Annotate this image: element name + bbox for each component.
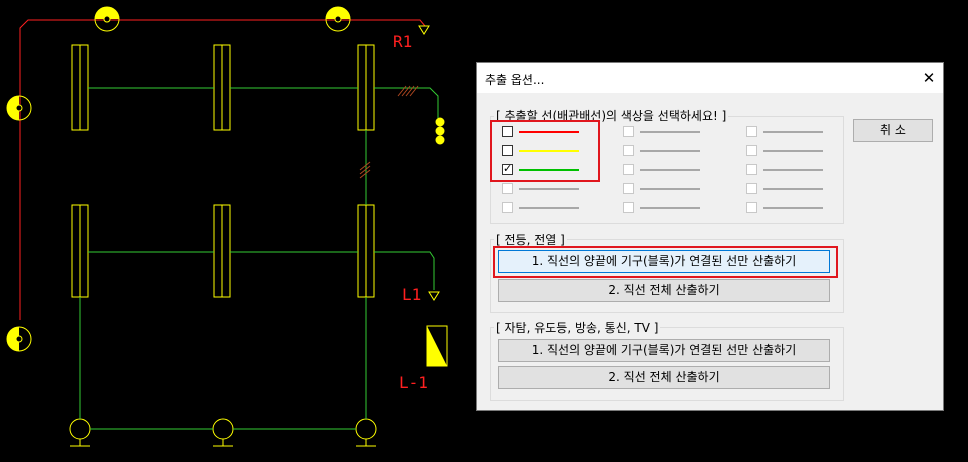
checkbox-empty[interactable] (623, 145, 634, 156)
comm-group-label: [ 자탐, 유도등, 방송, 통신, TV ] (494, 319, 661, 336)
comm-group (490, 327, 844, 401)
checkbox-empty[interactable] (623, 183, 634, 194)
extract-options-dialog: 추출 옵션... ✕ [ 추출할 선(배관배선)의 색상을 선택하세요! ] 취… (476, 62, 944, 411)
color-group-label: [ 추출할 선(배관배선)의 색상을 선택하세요! ] (494, 107, 729, 124)
yellow-fixtures (6, 6, 448, 447)
wire-count-marks (359, 85, 419, 179)
swatch-red (519, 131, 579, 133)
label-panel-l-1: L-1 (399, 373, 428, 392)
comm-all-lines-button[interactable]: 2. 직선 전체 산출하기 (498, 366, 830, 389)
swatch-empty (640, 169, 700, 171)
swatch-empty (763, 188, 823, 190)
dialog-title: 추출 옵션... (485, 73, 545, 87)
swatch-empty (763, 207, 823, 209)
label-r1: R1 (393, 32, 412, 51)
swatch-green (519, 169, 579, 171)
checkbox-empty[interactable] (746, 145, 757, 156)
checkbox-empty[interactable] (746, 164, 757, 175)
comm-connected-only-button[interactable]: 1. 직선의 양끝에 기구(블록)가 연결된 선만 산출하기 (498, 339, 830, 362)
lighting-group-label: [ 전등, 전열 ] (494, 231, 567, 248)
green-circuit (79, 87, 439, 430)
cancel-button[interactable]: 취 소 (853, 119, 933, 142)
red-circuit (19, 19, 426, 320)
swatch-empty (640, 150, 700, 152)
lighting-all-lines-button[interactable]: 2. 직선 전체 산출하기 (498, 279, 830, 302)
check-icon: ✓ (503, 162, 513, 175)
lighting-group (490, 239, 844, 313)
swatch-empty (640, 207, 700, 209)
checkbox-empty[interactable] (502, 202, 513, 213)
swatch-yellow (519, 150, 579, 152)
checkbox-empty[interactable] (746, 183, 757, 194)
swatch-empty (640, 131, 700, 133)
checkbox-empty[interactable] (623, 126, 634, 137)
lighting-connected-only-button[interactable]: 1. 직선의 양끝에 기구(블록)가 연결된 선만 산출하기 (498, 250, 830, 273)
checkbox-empty[interactable] (746, 126, 757, 137)
close-icon[interactable]: ✕ (922, 69, 936, 87)
dialog-titlebar: 추출 옵션... ✕ (477, 63, 943, 93)
checkbox-empty[interactable] (746, 202, 757, 213)
label-l1: L1 (402, 285, 421, 304)
swatch-empty (763, 150, 823, 152)
checkbox-green[interactable]: ✓ (502, 162, 513, 175)
swatch-empty (763, 169, 823, 171)
checkbox-empty[interactable] (502, 183, 513, 194)
swatch-empty (763, 131, 823, 133)
checkbox-empty[interactable] (623, 202, 634, 213)
circuit-arrows (418, 25, 440, 301)
checkbox-red[interactable] (502, 126, 513, 137)
swatch-empty (519, 188, 579, 190)
swatch-empty (519, 207, 579, 209)
swatch-empty (640, 188, 700, 190)
checkbox-empty[interactable] (623, 164, 634, 175)
checkbox-yellow[interactable] (502, 145, 513, 156)
